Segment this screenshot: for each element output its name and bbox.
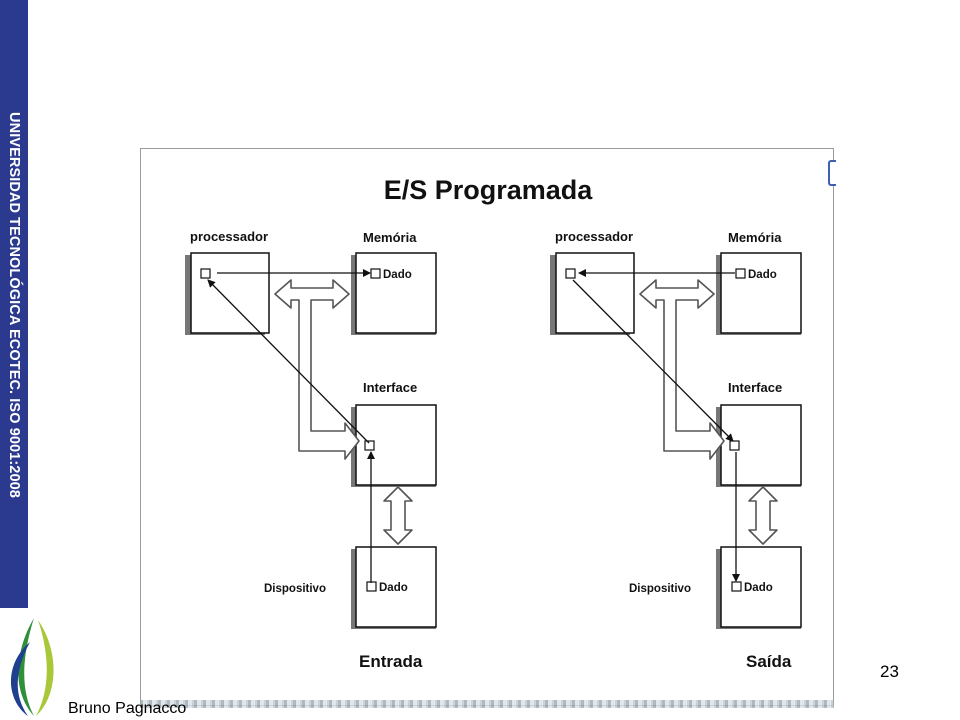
device-label: Dispositivo (629, 583, 691, 595)
device-data-label: Dado (744, 582, 773, 594)
interface-to-processor-flow (207, 279, 370, 444)
io-double-arrow (748, 486, 778, 545)
processor-label: processador (555, 229, 633, 244)
device-data-cell (731, 581, 742, 592)
memory-label: Memória (728, 230, 782, 245)
next-slide-edge (828, 160, 836, 186)
processor-label: processador (190, 229, 268, 244)
panel-caption: Saída (746, 652, 792, 671)
interface-register (729, 440, 740, 451)
memory-label: Memória (363, 230, 417, 245)
bus-double-arrow (639, 279, 725, 460)
author-name: Bruno Pagnacco (68, 700, 187, 717)
memory-box (720, 252, 802, 334)
sidebar-band: UNIVERSIDAD TECNOLÓGICA ECOTEC. ISO 9001… (0, 0, 28, 608)
interface-register (364, 440, 375, 451)
panel-entrada: processador Memória Interface Dispositiv… (185, 229, 437, 671)
processor-box (190, 252, 270, 334)
processor-register (565, 268, 576, 279)
device-data-cell (366, 581, 377, 592)
bus-double-arrow (274, 279, 360, 460)
device-label: Dispositivo (264, 583, 326, 595)
memory-data-cell (370, 268, 381, 279)
ecotec-leaf-logo-icon (0, 612, 68, 720)
processor-to-interface-flow (572, 279, 734, 442)
diagram-figure: E/S Programada processador Memória Inter… (140, 148, 834, 706)
panel-saida: processador Memória Interface Dispositiv… (550, 229, 802, 671)
device-data-label: Dado (379, 582, 408, 594)
memory-data-label: Dado (383, 269, 412, 281)
figure-title: E/S Programada (384, 175, 594, 205)
interface-label: Interface (728, 380, 782, 395)
page-number: 23 (880, 662, 899, 681)
panel-caption: Entrada (359, 652, 423, 671)
image-bottom-strip (140, 700, 834, 708)
processor-box (555, 252, 635, 334)
memory-data-label: Dado (748, 269, 777, 281)
memory-data-cell (735, 268, 746, 279)
memory-box (355, 252, 437, 334)
sidebar-institution-text: UNIVERSIDAD TECNOLÓGICA ECOTEC. ISO 9001… (6, 112, 22, 498)
io-double-arrow (383, 486, 413, 545)
interface-label: Interface (363, 380, 417, 395)
processor-register (200, 268, 211, 279)
